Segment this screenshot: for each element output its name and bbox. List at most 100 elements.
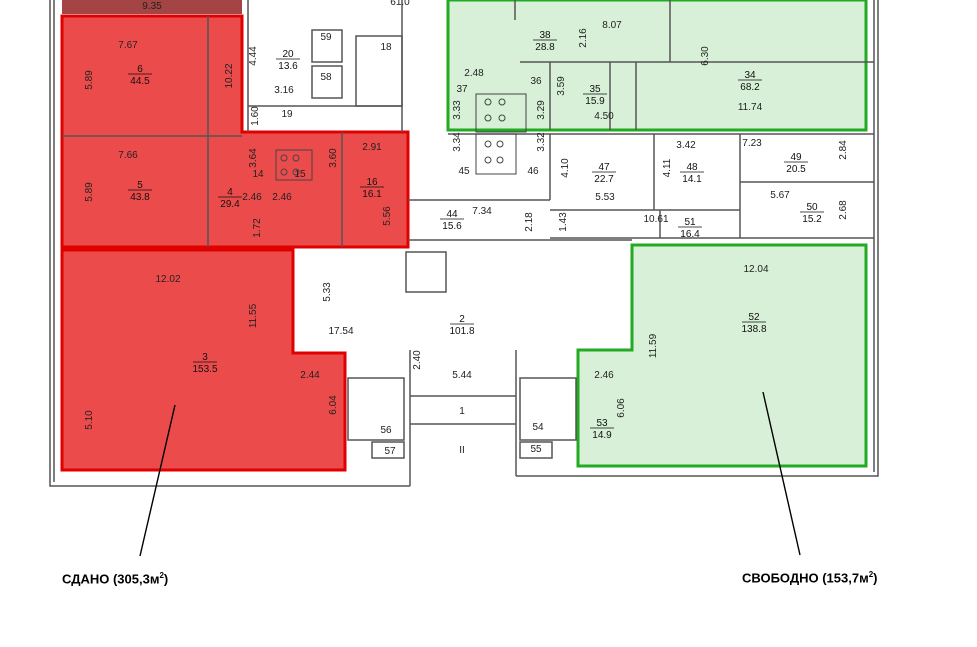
free-zone — [446, 0, 868, 468]
dimension-label: 5.44 — [452, 370, 472, 381]
dimension-label: 3.64 — [248, 148, 259, 168]
legend-free-sup: 2 — [868, 570, 874, 579]
room-area-48: 14.1 — [682, 174, 702, 185]
leader-line-rented — [139, 404, 176, 557]
dimension-label: 3.32 — [536, 132, 547, 152]
leader-line-free — [762, 391, 801, 556]
room-number-47: 47 — [598, 162, 610, 173]
elevator-59 — [311, 29, 343, 63]
legend-rented-close: ) — [163, 571, 169, 587]
dimension-label: 5.56 — [382, 206, 393, 226]
dimension-label: 36 — [530, 76, 542, 87]
dimension-label: 6.06 — [616, 398, 627, 418]
dimension-label: 4.11 — [662, 158, 673, 177]
room-area-50: 15.2 — [802, 214, 822, 225]
dimension-label: 7.34 — [472, 206, 492, 217]
dimension-label: 4.50 — [594, 111, 614, 122]
dimension-label: 3.29 — [536, 100, 547, 120]
dimension-label: 4.10 — [560, 158, 571, 178]
dimension-label: 3.34 — [452, 132, 463, 152]
room-number-50: 50 — [806, 202, 818, 213]
dimension-label: 2.48 — [464, 68, 484, 79]
room-area-53: 14.9 — [592, 430, 612, 441]
room-area-4: 29.4 — [220, 199, 240, 210]
dimension-label: 5.53 — [595, 192, 615, 203]
room-area-3: 153.5 — [192, 364, 217, 375]
stair-54 — [519, 377, 577, 441]
dimension-label: 45 — [458, 166, 470, 177]
room-area-38: 28.8 — [535, 42, 555, 53]
sanitary-fixtures — [275, 93, 527, 181]
dimension-label: 2.46 — [594, 370, 614, 381]
dimension-label: 37 — [456, 84, 468, 95]
room-number-34: 34 — [744, 70, 756, 81]
dimension-label: 3.33 — [452, 100, 463, 120]
dimension-label: 56 — [380, 425, 392, 436]
dimension-label: 3.60 — [328, 148, 339, 168]
dimension-label: II — [459, 445, 465, 456]
dimension-label: 2.18 — [524, 212, 535, 232]
dimension-label: 17.54 — [328, 326, 353, 337]
room-area-6: 44.5 — [130, 76, 150, 87]
dimension-label: 5.89 — [84, 70, 95, 90]
outer-wall-right — [516, 0, 879, 477]
room-number-6: 6 — [137, 64, 143, 75]
dimension-label: 1.60 — [250, 106, 261, 126]
dimension-label: 10.61 — [643, 214, 668, 225]
dimension-label: 7.66 — [118, 150, 138, 161]
room-number-2: 2 — [459, 314, 465, 325]
room-57 — [371, 441, 405, 459]
dimension-label: 2.84 — [838, 140, 849, 160]
stair-18 — [355, 35, 403, 107]
legend-free-text: СВОБОДНО (153,7м — [742, 570, 869, 586]
room-area-51: 16.4 — [680, 229, 700, 240]
room-number-49: 49 — [790, 152, 802, 163]
dimension-label: 58 — [320, 72, 332, 83]
room-number-20: 20 — [282, 49, 294, 60]
room-number-16: 16 — [366, 177, 378, 188]
room-area-16: 16.1 — [362, 189, 382, 200]
dimension-label: 59 — [320, 32, 332, 43]
dimension-label: 61.0 — [390, 0, 410, 8]
dimension-label: 8.07 — [602, 20, 622, 31]
dimension-label: 1.72 — [252, 218, 263, 238]
dimension-label: 4.44 — [248, 46, 259, 66]
dimension-label: 3.16 — [274, 85, 294, 96]
room-number-52: 52 — [748, 312, 760, 323]
elevator-58 — [311, 65, 343, 99]
dimension-label: 9.35 — [142, 1, 162, 12]
room-number-44: 44 — [446, 209, 458, 220]
dimension-label: 2.68 — [838, 200, 849, 220]
legend-rented-sup: 2 — [159, 571, 164, 580]
legend-free-close: ) — [873, 570, 878, 586]
dimension-label: 2.44 — [300, 370, 320, 381]
dimension-label: 12.02 — [155, 274, 180, 285]
dimension-label: 2.40 — [412, 350, 423, 370]
room-55 — [519, 441, 553, 459]
legend-rented-text: СДАНО (305,3м — [62, 571, 160, 587]
room-area-34: 68.2 — [740, 82, 760, 93]
room-number-38: 38 — [539, 30, 551, 41]
room-area-20: 13.6 — [278, 61, 298, 72]
room-area-49: 20.5 — [786, 164, 806, 175]
free-area-upper — [446, 0, 868, 132]
dimension-label: 7.67 — [118, 40, 138, 51]
dimension-label: 5.89 — [84, 182, 95, 202]
dimension-label: 57 — [384, 446, 396, 457]
free-area-lower — [576, 243, 868, 468]
room-number-51: 51 — [684, 217, 696, 228]
stair-56 — [347, 377, 405, 441]
room-area-5: 43.8 — [130, 192, 150, 203]
walls — [49, 0, 879, 487]
room-number-35: 35 — [589, 84, 601, 95]
dimension-label: 14 — [252, 169, 264, 180]
dimension-label: 1 — [459, 406, 465, 417]
dimension-label: 2.16 — [578, 28, 589, 48]
dimension-label: 3.59 — [556, 76, 567, 96]
room-number-4: 4 — [227, 187, 233, 198]
room-area-44: 15.6 — [442, 221, 462, 232]
room-area-52: 138.8 — [741, 324, 766, 335]
rented-area-lower — [60, 248, 347, 472]
